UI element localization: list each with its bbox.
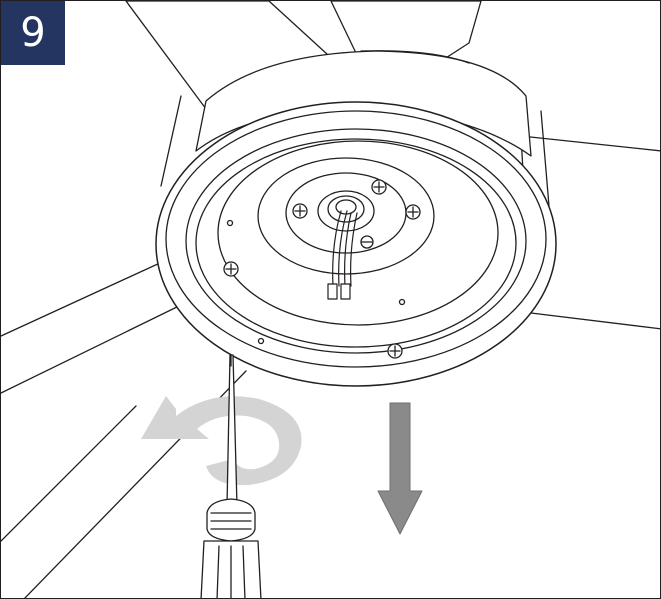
step-number: 9: [20, 10, 46, 56]
down-arrow-icon: [377, 402, 423, 535]
screw: [292, 203, 308, 219]
housing-cover-outer-ring: [155, 101, 557, 387]
screw: [371, 179, 387, 195]
counterclockwise-arrow-icon: [141, 396, 302, 486]
screw: [360, 235, 374, 249]
screwdriver-icon: [200, 354, 262, 598]
screw: [387, 343, 403, 359]
screw: [223, 261, 239, 277]
wire-bundle: [327, 210, 358, 300]
screw: [405, 204, 421, 220]
mounting-plate: [217, 140, 499, 326]
step-number-badge: 9: [1, 1, 65, 65]
cover-screws: [223, 179, 421, 359]
